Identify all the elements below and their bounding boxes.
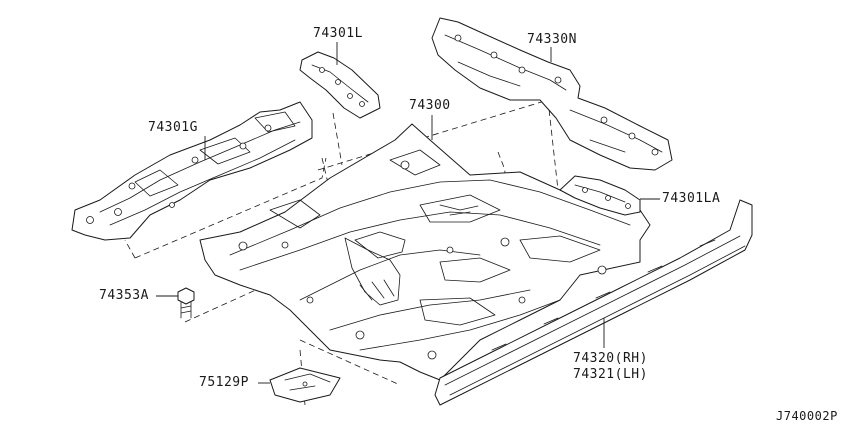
bracket-75129P (269, 367, 341, 403)
bracket-74301L (299, 51, 381, 119)
callout-74353A: 74353A (99, 288, 149, 303)
main-floor-panel-74300 (199, 123, 651, 381)
callout-74300: 74300 (409, 98, 451, 113)
leader-lines (156, 42, 660, 384)
cross-member-74330N (431, 17, 673, 171)
callout-74321-lh: 74321(LH) (573, 367, 648, 382)
callout-74301G: 74301G (148, 120, 198, 135)
callout-74301L: 74301L (313, 26, 363, 41)
callout-74320-rh: 74320(RH) (573, 351, 648, 366)
callout-75129P: 75129P (199, 375, 249, 390)
callout-74301LA: 74301LA (662, 191, 721, 206)
side-sill-74320-74321 (434, 199, 753, 406)
bolt-74353A (177, 287, 195, 319)
diagram-code: J740002P (776, 409, 838, 423)
callout-74330N: 74330N (527, 32, 577, 47)
bracket-74301LA (559, 175, 641, 216)
rear-member-74301G (71, 101, 313, 241)
